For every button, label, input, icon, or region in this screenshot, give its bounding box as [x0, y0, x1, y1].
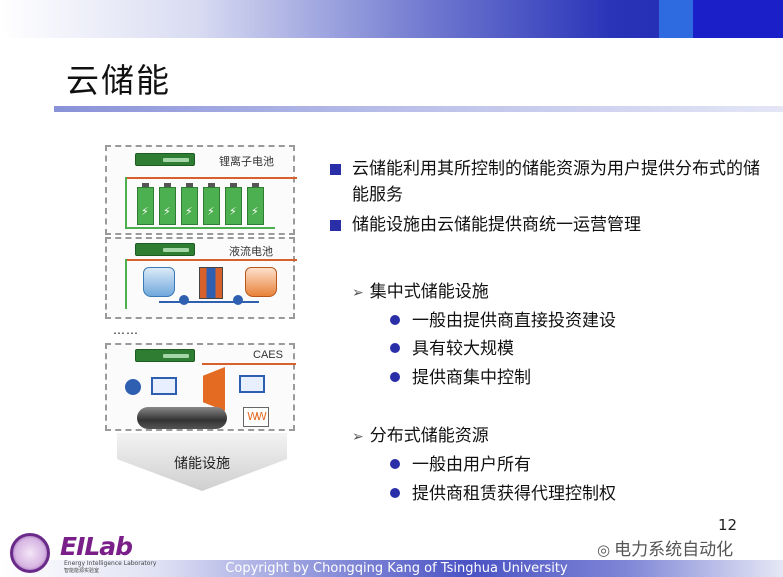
dot-bullet-icon	[390, 488, 400, 498]
ellipsis: ……	[113, 323, 139, 337]
li-ion-panel: 锂离子电池 ⚡ ⚡ ⚡ ⚡ ⚡ ⚡	[105, 145, 297, 235]
slide-title: 云储能	[66, 61, 171, 100]
heat-exchanger-icon	[239, 375, 265, 393]
sub-item: 一般由用户所有	[390, 450, 531, 475]
electrolyte-tank-icon	[143, 267, 175, 297]
dot-bullet-icon	[390, 372, 400, 382]
flow-battery-panel: 液流电池	[105, 237, 297, 319]
square-bullet-icon	[330, 164, 341, 175]
pump-icon	[179, 295, 189, 305]
sub-item: 具有较大规模	[390, 334, 514, 359]
caes-panel: CAES WW	[105, 343, 296, 431]
caes-label: CAES	[253, 349, 283, 361]
section-heading: ➢集中式储能设施	[352, 282, 489, 302]
sub-item: 一般由提供商直接投资建设	[390, 306, 616, 331]
dot-bullet-icon	[390, 315, 400, 325]
dot-bullet-icon	[390, 459, 400, 469]
dot-bullet-icon	[390, 343, 400, 353]
section-heading: ➢分布式储能资源	[352, 426, 489, 446]
storage-illustration: 锂离子电池 ⚡ ⚡ ⚡ ⚡ ⚡ ⚡ 液流电池 …… CAES WW 储能设	[95, 133, 305, 493]
arrow-bullet-icon: ➢	[352, 429, 364, 445]
flow-battery-label: 液流电池	[229, 245, 273, 258]
heat-exchanger-icon	[151, 377, 177, 395]
copyright-text: Copyright by Chongqing Kang of Tsinghua …	[225, 561, 568, 576]
heater-coil-icon: WW	[243, 407, 269, 427]
funnel-label: 储能设施	[174, 456, 230, 472]
bullet-item: 云储能利用其所控制的储能资源为用户提供分布式的储能服务	[330, 156, 770, 208]
sub-item: 提供商集中控制	[390, 363, 531, 388]
top-banner	[0, 0, 783, 38]
pump-icon	[233, 295, 243, 305]
air-storage-tank-icon	[137, 407, 227, 429]
battery-cell-icon: ⚡	[181, 183, 198, 225]
li-ion-label: 锂离子电池	[219, 155, 274, 168]
server-icon	[135, 243, 195, 256]
banner-accent	[659, 0, 693, 38]
compressor-icon	[125, 379, 141, 395]
banner-accent-dark	[693, 0, 783, 38]
eilab-logo: EILab Energy Intelligence Laboratory 智能能…	[60, 532, 157, 574]
bullet-item: 储能设施由云储能提供商统一运营管理	[330, 212, 770, 238]
wechat-watermark: ◎电力系统自动化	[597, 540, 734, 560]
server-icon	[135, 153, 195, 166]
cell-stack-icon	[199, 267, 223, 299]
battery-cell-icon: ⚡	[203, 183, 220, 225]
battery-cell-icon: ⚡	[247, 183, 264, 225]
battery-cell-icon: ⚡	[159, 183, 176, 225]
electrolyte-tank-icon	[245, 267, 277, 297]
title-divider	[54, 106, 783, 112]
university-seal-icon	[10, 533, 50, 573]
battery-cell-icon: ⚡	[225, 183, 242, 225]
bullet-list: 云储能利用其所控制的储能资源为用户提供分布式的储能服务 储能设施由云储能提供商统…	[330, 156, 770, 242]
footer-bar	[0, 560, 783, 577]
arrow-bullet-icon: ➢	[352, 285, 364, 301]
server-icon	[135, 349, 195, 362]
sub-item: 提供商租赁获得代理控制权	[390, 479, 616, 504]
turbine-icon	[203, 367, 225, 411]
square-bullet-icon	[330, 220, 341, 231]
wechat-icon: ◎	[597, 541, 611, 559]
page-number: 12	[718, 516, 738, 534]
battery-cell-icon: ⚡	[137, 183, 154, 225]
